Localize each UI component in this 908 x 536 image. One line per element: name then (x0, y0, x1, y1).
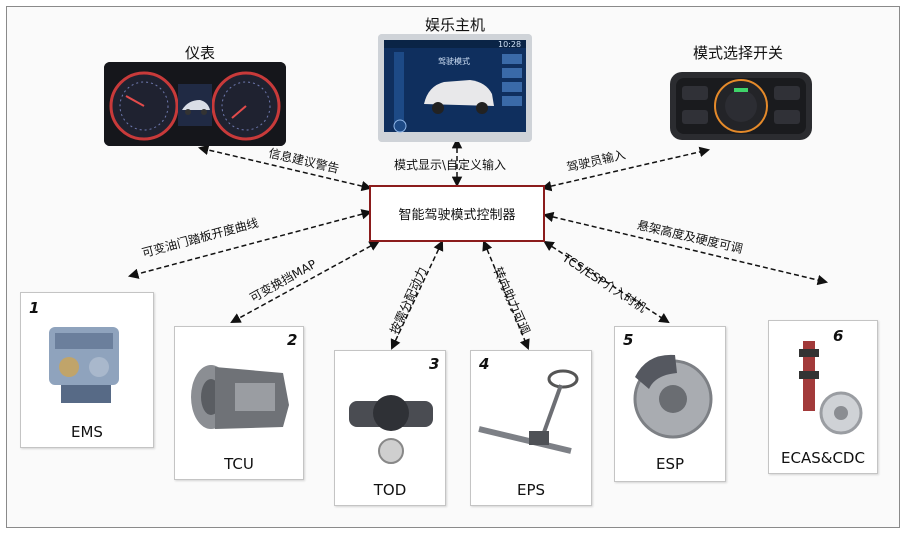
module-name: TOD (373, 481, 407, 499)
module-number: 4 (479, 355, 490, 373)
module-ems: 1 EMS (20, 292, 154, 448)
module-number: 3 (429, 355, 440, 373)
module-ecas-cdc: 6 ECAS&CDC (768, 320, 878, 474)
engine-icon (49, 327, 119, 403)
module-name: EPS (516, 481, 546, 499)
arrow-eps (482, 240, 530, 350)
module-tod: 3 TOD (334, 350, 446, 506)
module-eps: 4 EPS (470, 350, 592, 506)
module-name: EMS (71, 423, 103, 441)
module-number: 5 (623, 331, 634, 349)
head-unit-time: 10:28 (498, 40, 522, 49)
instrument-cluster-image (104, 62, 286, 146)
module-name: ESP (655, 455, 685, 473)
module-tcu: 2 TCU (174, 326, 304, 480)
arrow-tod (390, 240, 444, 350)
transmission-icon (191, 365, 289, 429)
module-name: ECAS&CDC (781, 449, 865, 467)
steering-icon (478, 369, 579, 454)
arrow-ecas (542, 211, 829, 286)
module-number: 6 (833, 327, 844, 345)
module-name: TCU (224, 455, 254, 473)
head-unit-mode-title: 驾驶模式 (438, 57, 470, 66)
cluster-title: 仪表 (184, 44, 215, 62)
module-esp: 5 ESP (614, 326, 726, 482)
head-unit-image: 10:28 驾驶模式 (378, 34, 532, 142)
arrow-tcu (230, 240, 380, 324)
mode-switch-image (668, 68, 814, 144)
label-head-unit-link: 模式显示\自定义输入 (394, 158, 507, 172)
suspension-icon (799, 341, 863, 435)
smart-drive-mode-controller: 智能驾驶模式控制器 (369, 185, 545, 242)
arrow-cluster (197, 144, 373, 192)
head-unit-title: 娱乐主机 (424, 16, 485, 34)
brake-icon (633, 354, 713, 439)
mode-switch-title: 模式选择开关 (692, 44, 783, 62)
module-number: 1 (29, 299, 40, 317)
arrow-mode-switch (540, 146, 711, 192)
transfer-case-icon (349, 395, 433, 464)
module-number: 2 (287, 331, 298, 349)
